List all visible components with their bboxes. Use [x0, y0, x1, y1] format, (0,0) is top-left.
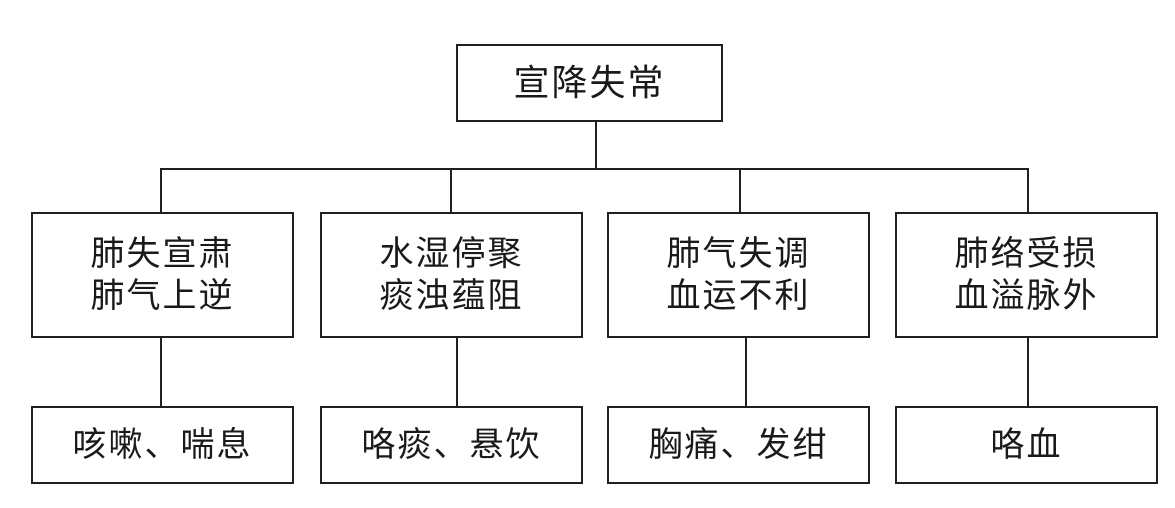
mechanism-line: 痰浊蕴阻 [379, 276, 524, 316]
connector-branch-3-down [745, 338, 747, 406]
mechanism-line: 血运不利 [666, 276, 811, 316]
connector-branch-4-up [1027, 168, 1029, 212]
connector-root-down [595, 122, 597, 169]
mechanism-line: 肺气上逆 [90, 276, 235, 316]
symptom-node-2: 咯痰、悬饮 [320, 406, 583, 484]
mechanism-node-4: 肺络受损 血溢脉外 [895, 212, 1158, 338]
connector-branch-4-down [1027, 338, 1029, 406]
mechanism-line: 肺气失调 [666, 233, 811, 274]
symptom-node-1: 咳嗽、喘息 [31, 406, 294, 484]
symptom-label: 咯痰、悬饮 [361, 424, 542, 465]
mechanism-line: 肺失宣肃 [90, 233, 235, 274]
mechanism-node-1: 肺失宣肃 肺气上逆 [31, 212, 294, 338]
symptom-node-4: 咯血 [895, 406, 1158, 484]
symptom-label: 胸痛、发绀 [648, 424, 829, 465]
connector-branch-2-down [456, 338, 458, 406]
connector-branch-2-up [450, 168, 452, 212]
symptom-label: 咯血 [990, 424, 1063, 465]
connector-branch-1-up [160, 168, 162, 212]
mechanism-line: 水湿停聚 [379, 233, 524, 274]
mechanism-node-2: 水湿停聚 痰浊蕴阻 [320, 212, 583, 338]
mechanism-node-3: 肺气失调 血运不利 [607, 212, 870, 338]
symptom-node-3: 胸痛、发绀 [607, 406, 870, 484]
symptom-label: 咳嗽、喘息 [72, 424, 253, 465]
connector-branch-3-up [739, 168, 741, 212]
mechanism-line: 肺络受损 [954, 233, 1099, 274]
root-node: 宣降失常 [456, 44, 723, 122]
root-label: 宣降失常 [513, 62, 666, 104]
connector-horizontal [160, 168, 1029, 170]
connector-branch-1-down [160, 338, 162, 406]
mechanism-line: 血溢脉外 [954, 276, 1099, 316]
